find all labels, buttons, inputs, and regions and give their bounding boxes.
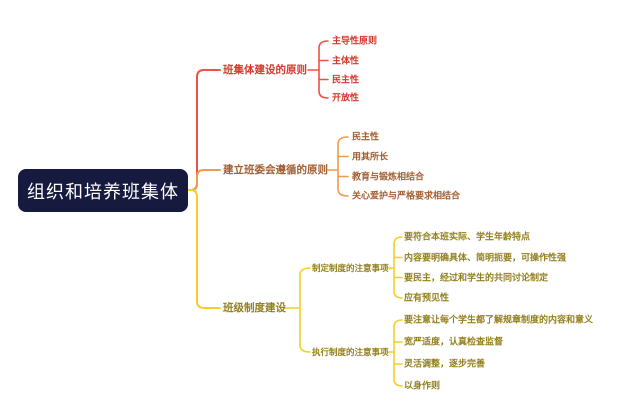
subbranch3a-children-bracket (386, 236, 403, 299)
subbranch3b-leaf-2[interactable]: 宽严适度，认真检查监督 (404, 336, 504, 347)
branch2-leaf-2[interactable]: 用其所长 (352, 151, 389, 161)
branch2-topic[interactable]: 建立班委会遵循的原则 (223, 163, 328, 176)
branch2-children-bracket (327, 136, 349, 197)
branch1-leaf-4[interactable]: 开放性 (332, 92, 360, 103)
subbranch3b-children-bracket (386, 319, 403, 387)
subbranch3a-leaf-4[interactable]: 应有预见性 (404, 292, 450, 303)
central-topic-node[interactable]: 组织和培养班集体 (18, 169, 188, 212)
subbranch3b-leaf-1[interactable]: 要注意让每个学生都了解规章制度的内容和意义 (404, 314, 594, 325)
branch2-leaf-4[interactable]: 关心爱护与严格要求相结合 (352, 190, 461, 201)
branch2-leaf-1[interactable]: 民主性 (352, 131, 380, 142)
branch3-trunk-line (187, 189, 221, 309)
subbranch3b-leaf-4[interactable]: 以身作则 (404, 380, 441, 391)
subbranch3a-leaf-1[interactable]: 要符合本班实际、学生年龄特点 (404, 231, 531, 242)
subbranch3b-leaf-3[interactable]: 灵活调整，逐步完善 (404, 358, 486, 369)
branch3-subtopic-fork (283, 267, 311, 353)
branch3-topic[interactable]: 班级制度建设 (223, 301, 286, 314)
subbranch3a-leaf-2[interactable]: 内容要明确具体、简明扼要，可操作性强 (404, 252, 567, 262)
subbranch3a-topic[interactable]: 制定制度的注意事项 (312, 262, 389, 273)
branch2-leaf-3[interactable]: 教育与锻炼相结合 (352, 171, 425, 181)
subbranch3a-leaf-3[interactable]: 要民主，经过和学生的共同讨论制定 (404, 272, 549, 282)
branch2-trunk-line (187, 169, 221, 191)
branch1-children-bracket (307, 40, 329, 99)
subbranch3b-topic[interactable]: 执行制度的注意事项 (312, 346, 389, 357)
branch1-topic[interactable]: 班集体建设的原则 (223, 63, 307, 76)
branch1-trunk-line (187, 69, 221, 191)
branch1-leaf-1[interactable]: 主导性原则 (332, 35, 378, 46)
branch1-leaf-3[interactable]: 民主性 (332, 74, 360, 84)
branch1-leaf-2[interactable]: 主体性 (332, 55, 360, 65)
central-topic-label: 组织和培养班集体 (27, 181, 179, 202)
